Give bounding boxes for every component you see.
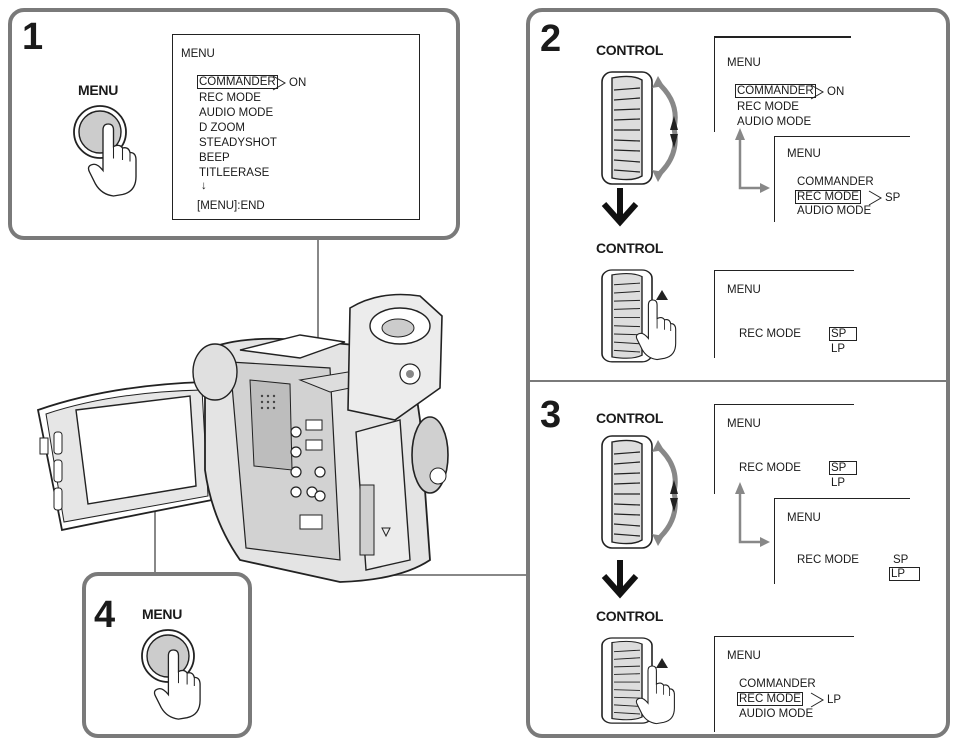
control-dial-icon[interactable] — [601, 269, 668, 363]
screen-title: MENU — [727, 650, 761, 662]
step4-panel: 4 MENU — [82, 572, 252, 738]
menu-item-rec-mode[interactable]: REC MODE — [737, 101, 799, 113]
more-down-arrow: ↓ — [201, 180, 207, 192]
bent-arrow-icon — [733, 126, 772, 195]
menu-item-beep[interactable]: BEEP — [199, 152, 230, 164]
pressing-finger-icon — [635, 665, 675, 725]
step1-menu-label: MENU — [78, 82, 119, 98]
selection-arrow-icon — [810, 692, 824, 708]
menu-item-d-zoom[interactable]: D ZOOM — [199, 122, 245, 134]
screen-title: MENU — [727, 418, 761, 430]
option-sp[interactable]: SP — [829, 461, 858, 475]
step3-number: 3 — [540, 394, 562, 436]
setting-label: REC MODE — [739, 462, 801, 474]
control-dial-icon[interactable] — [601, 71, 603, 185]
step2-number: 2 — [540, 18, 562, 60]
menu-end-label: [MENU]:END — [197, 200, 265, 212]
menu-item-commander[interactable]: COMMANDER — [735, 84, 816, 98]
menu-item-audio-mode[interactable]: AUDIO MODE — [199, 107, 274, 119]
menu-item-commander[interactable]: COMMANDER — [197, 75, 278, 89]
screen-title: MENU — [787, 148, 821, 160]
step-divider — [530, 380, 946, 382]
step2-control-label-bottom: CONTROL — [596, 240, 664, 256]
menu-item-rec-mode[interactable]: REC MODE — [199, 92, 261, 104]
menu-item-commander[interactable]: COMMANDER — [797, 176, 874, 188]
step2-screen-a: MENU COMMANDER ON REC MODE AUDIO MODE — [714, 36, 854, 132]
option-sp[interactable]: SP — [893, 554, 909, 566]
step3-control-label-bottom: CONTROL — [596, 608, 664, 624]
menu-item-rec-mode[interactable]: REC MODE — [795, 190, 861, 204]
menu-item-steadyshot[interactable]: STEADYSHOT — [199, 137, 277, 149]
option-lp[interactable]: LP — [831, 343, 846, 355]
step3-control-label-top: CONTROL — [596, 410, 664, 426]
step3-screen-b: MENU REC MODE SP LP — [774, 498, 921, 584]
control-dial-icon[interactable] — [601, 435, 603, 549]
menu-item-value: LP — [827, 694, 842, 706]
setting-label: REC MODE — [797, 554, 859, 566]
selection-arrow-icon — [868, 190, 882, 206]
step2-screen-c: MENU REC MODE SP LP — [714, 270, 858, 358]
step3-screen-c: MENU COMMANDER REC MODE LP AUDIO MODE — [714, 636, 854, 732]
menu-item-audio-mode[interactable]: AUDIO MODE — [797, 205, 872, 217]
menu-item-value: ON — [289, 77, 307, 89]
step1-menu-screen: MENU COMMANDER ON REC MODE AUDIO MODE D … — [172, 34, 420, 220]
setting-label: REC MODE — [739, 328, 801, 340]
menu-item-titleerase[interactable]: TITLEERASE — [199, 167, 270, 179]
selection-arrow-icon — [810, 84, 824, 100]
option-lp[interactable]: LP — [889, 567, 921, 581]
steps-2-3-panel: 2 CONTROL CONTROL MENU COMMANDER ON REC … — [526, 8, 950, 738]
pressing-finger-icon — [153, 649, 201, 720]
pressing-finger-icon — [635, 299, 677, 361]
screen-title: MENU — [787, 512, 821, 524]
screen-title: MENU — [727, 284, 761, 296]
step1-number: 1 — [22, 16, 44, 58]
step2-control-label-top: CONTROL — [596, 42, 664, 58]
step1-panel: 1 MENU MENU COMMANDER ON REC MODE AUDIO … — [8, 8, 460, 240]
menu-item-value: SP — [885, 192, 901, 204]
menu-item-audio-mode[interactable]: AUDIO MODE — [737, 116, 812, 128]
menu-item-value: ON — [827, 86, 845, 98]
bent-arrow-icon — [733, 480, 772, 549]
step2-screen-b: MENU COMMANDER REC MODE SP AUDIO MODE — [774, 136, 910, 222]
menu-item-commander[interactable]: COMMANDER — [739, 678, 816, 690]
menu-item-audio-mode[interactable]: AUDIO MODE — [739, 708, 814, 720]
down-arrow-icon — [620, 188, 621, 189]
screen-title: MENU — [727, 57, 761, 69]
option-lp[interactable]: LP — [831, 477, 846, 489]
option-sp[interactable]: SP — [829, 327, 858, 341]
step4-menu-label: MENU — [142, 606, 183, 622]
selection-arrow-icon — [272, 75, 286, 91]
control-dial-icon[interactable] — [601, 637, 668, 724]
menu-title: MENU — [181, 48, 215, 60]
step3-screen-a: MENU REC MODE SP LP — [714, 404, 858, 494]
down-arrow-icon — [620, 560, 621, 561]
menu-item-rec-mode[interactable]: REC MODE — [737, 692, 803, 706]
step4-number: 4 — [94, 594, 116, 636]
